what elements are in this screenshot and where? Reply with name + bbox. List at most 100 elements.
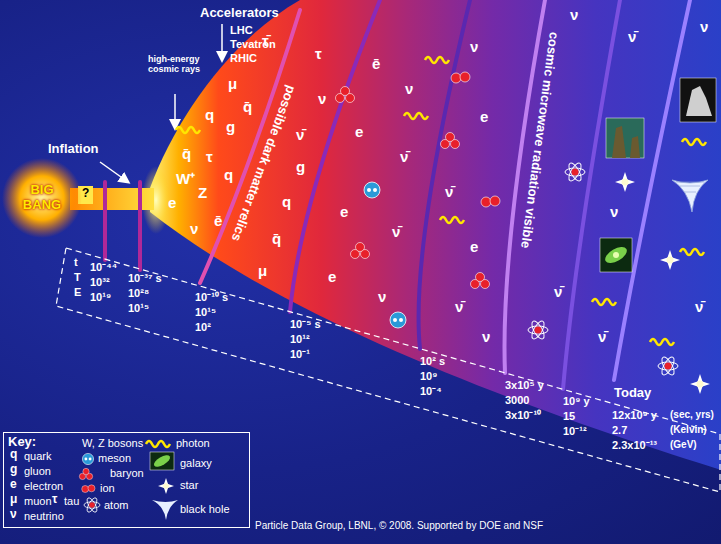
key-symbols xyxy=(150,452,174,470)
unit-label: (Kelvin) xyxy=(670,424,707,436)
photon-symbols xyxy=(680,249,704,255)
axis-letter: t xyxy=(74,256,78,269)
particle-symbol: e xyxy=(340,203,348,220)
atom-symbols xyxy=(658,355,678,376)
particle-symbol: e xyxy=(470,238,478,255)
timeline-box xyxy=(56,248,720,492)
epoch-lines xyxy=(290,0,380,312)
key-symbols xyxy=(82,485,95,493)
legend-text: ion xyxy=(100,482,115,495)
key-symbols xyxy=(84,496,100,513)
particle-symbol: ν xyxy=(610,203,618,220)
epoch-lines xyxy=(419,0,470,349)
particle-symbol: μ xyxy=(228,75,237,92)
timeline-value: 2.3x10⁻¹³ xyxy=(612,439,657,452)
legend-text: meson xyxy=(98,452,131,465)
pointer-arrows xyxy=(100,162,128,182)
legend-text: quark xyxy=(24,450,52,463)
star-symbols xyxy=(615,172,635,192)
particle-symbol: q̄ xyxy=(272,230,281,247)
galaxy-photo xyxy=(600,238,632,272)
galaxy-photo xyxy=(613,252,619,258)
particle-symbol: ν xyxy=(318,90,326,107)
particle-symbol: ē xyxy=(214,212,222,229)
particle-symbol: g xyxy=(296,158,305,175)
timeline-value: 10² s xyxy=(420,355,445,368)
particle-symbol: ν xyxy=(470,38,478,55)
particle-symbol: Z xyxy=(198,184,207,201)
key-symbols xyxy=(79,441,178,520)
timeline-value: 10⁻¹² xyxy=(563,425,587,438)
key-sample: g xyxy=(10,463,17,477)
ion-symbols xyxy=(441,133,460,149)
black-hole-symbol xyxy=(672,180,708,212)
star-symbols xyxy=(660,250,680,270)
particle-symbol: q xyxy=(205,106,214,123)
credit-caption: Particle Data Group, LBNL, © 2008. Suppo… xyxy=(255,520,543,532)
timeline-value: 3x10⁻¹⁰ xyxy=(505,409,541,422)
timeline-box xyxy=(56,248,720,492)
unit-label: (sec, yrs) xyxy=(670,409,714,421)
legend-text: gluon xyxy=(24,465,51,478)
key-sample: τ xyxy=(52,493,57,507)
timeline-value: 10⁻³⁷ s xyxy=(128,272,162,285)
key-symbols xyxy=(82,453,93,464)
timeline-value: 10¹² xyxy=(290,333,310,346)
particle-symbol: τ xyxy=(315,45,322,62)
particle-symbol: q xyxy=(282,193,291,210)
accelerator-name: LHC xyxy=(230,24,253,37)
legend-text: muon xyxy=(24,495,52,508)
timeline-value: 10³² xyxy=(90,276,110,289)
timeline-value: 10⁹ y xyxy=(563,395,590,408)
timeline-value: 10⁻⁴ xyxy=(420,385,442,398)
galaxy-photo xyxy=(600,238,632,272)
particle-symbol: g xyxy=(226,118,235,135)
today-label: Today xyxy=(614,386,651,401)
key-symbols xyxy=(79,468,92,479)
photon-symbols xyxy=(592,299,616,305)
timeline-value: 10⁻¹ xyxy=(290,348,310,361)
epoch-lines xyxy=(614,0,690,380)
particle-symbol: μ xyxy=(258,262,267,279)
big-bang-glow xyxy=(2,158,82,238)
particle-symbol: ν̄ xyxy=(598,328,606,345)
timeline-value: 2.7 xyxy=(612,424,627,437)
particle-symbol: q xyxy=(224,166,233,183)
key-sample: μ xyxy=(10,493,17,507)
photon-symbols xyxy=(404,113,428,119)
baryon-symbols xyxy=(336,87,370,259)
particle-symbol: ν xyxy=(190,220,198,237)
key-sample: ν xyxy=(10,508,17,522)
photon-symbols xyxy=(425,57,449,63)
black-hole-symbol xyxy=(676,182,704,192)
particle-symbol: ē xyxy=(372,55,380,72)
particle-symbol: e xyxy=(355,123,363,140)
legend-text: atom xyxy=(104,499,128,512)
timeline-value: 10¹⁹ xyxy=(90,291,111,304)
unknown-mark: ? xyxy=(82,187,89,201)
baryon-symbols xyxy=(336,87,355,103)
big-bang-glow xyxy=(2,158,82,238)
legend-text: galaxy xyxy=(180,457,212,470)
particle-symbol: ν̄ xyxy=(628,28,636,45)
star-symbols xyxy=(615,172,710,394)
particle-symbol: τ xyxy=(206,148,213,165)
legend-text: photon xyxy=(176,437,210,450)
photon-symbols xyxy=(440,217,464,223)
photon-symbols xyxy=(682,139,706,145)
axis-letter: E xyxy=(74,286,81,299)
timeline-value: 10¹⁵ xyxy=(195,306,216,319)
epoch-lines xyxy=(138,182,142,270)
particle-symbol: ν̄ xyxy=(554,283,562,300)
accelerator-name: RHIC xyxy=(230,52,257,65)
particle-symbol: ν̄ xyxy=(296,126,304,143)
heading-label: Accelerators xyxy=(200,6,279,21)
burst-title: BIG BANG xyxy=(12,183,72,213)
deep-field-photo xyxy=(686,86,712,116)
particle-symbol: ν̄ xyxy=(392,223,400,240)
big-bang-burst: BIG BANG xyxy=(6,162,78,234)
legend-text: star xyxy=(180,479,198,492)
epoch-lines xyxy=(103,182,107,260)
baryon-symbols xyxy=(351,243,370,259)
